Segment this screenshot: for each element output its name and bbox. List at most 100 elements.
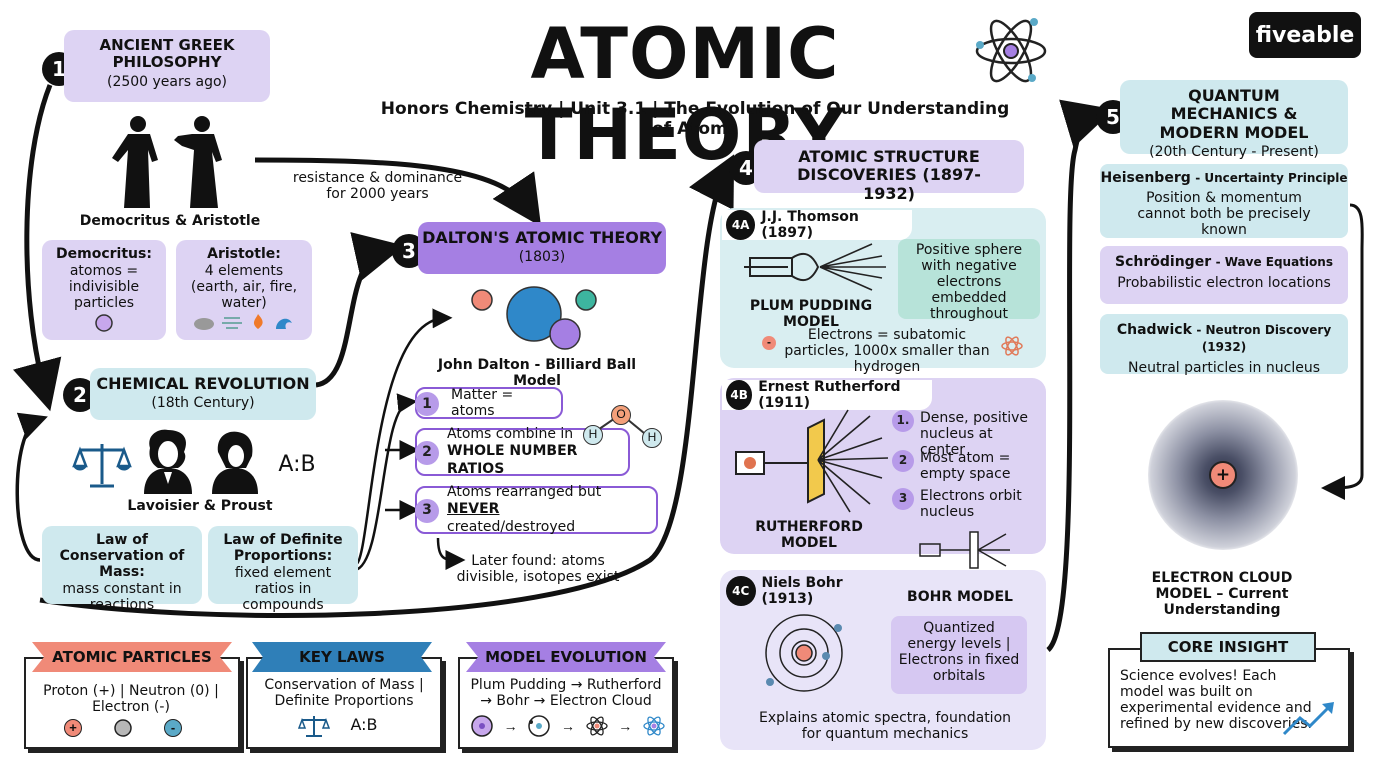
scientist-topic: - Neutron Discovery (1932)	[1196, 323, 1332, 354]
greek-figures-caption: Democritus & Aristotle	[79, 213, 261, 229]
page-title: ATOMIC THEORY	[524, 13, 846, 176]
period-text: (20th Century - Present)	[1149, 144, 1319, 161]
definite-proportions-box: Law of Definite Proportions: fixed eleme…	[208, 526, 358, 613]
model-evolution-text: Plum Pudding → Rutherford → Bohr → Elect…	[470, 677, 662, 710]
ratio-small-label: A:B	[350, 715, 378, 734]
point-badge: 1.	[892, 410, 914, 432]
hydrogen-atom-right: H	[642, 428, 662, 448]
lavoisier-portrait-icon	[144, 429, 192, 494]
bohr-model-label: BOHR MODEL	[907, 589, 1013, 605]
scientist-name: Heisenberg	[1100, 170, 1191, 186]
hydrogen-atom-left: H	[583, 425, 603, 445]
conservation-law-box: Law of Conservation of Mass: mass consta…	[42, 526, 202, 613]
atomic-particles-card	[24, 657, 240, 749]
heisenberg-box: Heisenberg - Uncertainty Principle Posit…	[1100, 164, 1348, 238]
scientist-name: Ernest Rutherford (1911)	[758, 379, 901, 411]
chadwick-box: Chadwick - Neutron Discovery (1932) Neut…	[1100, 314, 1348, 376]
point-text: Electrons orbit nucleus	[920, 488, 1022, 521]
key-laws-text: Conservation of Mass | Definite Proporti…	[264, 677, 424, 710]
plum-pudding-description: Positive sphere with negative electrons …	[898, 239, 1040, 322]
scientist-name: Niels Bohr (1913)	[761, 575, 843, 607]
point-badge: 1	[415, 392, 439, 416]
neutron-icon	[114, 719, 132, 737]
point-tail: created/destroyed	[447, 518, 576, 535]
small-atom-icon	[1001, 336, 1023, 356]
aristotle-box: Aristotle: 4 elements (earth, air, fire,…	[176, 240, 312, 340]
point-text: Matter = atoms	[451, 387, 514, 419]
key-laws-ribbon: KEY LAWS	[252, 642, 432, 672]
balance-scale-small-icon	[298, 716, 330, 737]
plum-pudding-label: PLUM PUDDING MODEL	[749, 298, 873, 331]
bohr-atom-icon	[765, 614, 843, 692]
section-tag: 4A	[726, 210, 756, 240]
heading-text: ANCIENT GREEK PHILOSOPHY	[99, 36, 235, 72]
scientist-topic: - Uncertainty Principle	[1195, 171, 1348, 185]
scientist-topic: - Wave Equations	[1215, 255, 1333, 269]
law-text: mass constant in reactions	[62, 581, 182, 614]
proust-portrait-icon	[212, 431, 258, 494]
quantum-heading: QUANTUM MECHANICS & MODERN MODEL (20th C…	[1120, 80, 1348, 160]
balance-scale-icon	[72, 444, 132, 488]
model-evolution-ribbon: MODEL EVOLUTION	[466, 642, 666, 672]
electron-icon: -	[164, 719, 182, 737]
atomic-particles-ribbon: ATOMIC PARTICLES	[32, 642, 232, 672]
page-subtitle: Honors Chemistry | Unit 3.1 | The Evolut…	[380, 99, 1010, 139]
scientist-name: J.J. Thomson (1897)	[761, 209, 859, 241]
rutherford-tab: 4B Ernest Rutherford (1911)	[722, 379, 932, 411]
model-evolution-icons: → → →	[470, 713, 666, 739]
point-emphasis: NEVER	[447, 501, 500, 518]
plum-pudding-icon	[471, 715, 493, 737]
rutherford-model-label: RUTHERFORD MODEL	[755, 519, 863, 552]
greek-philosophers-icon	[112, 116, 222, 208]
point-badge: 2	[415, 441, 439, 465]
electron-minus-icon: -	[762, 336, 776, 350]
scientist-text: Probabilistic electron locations	[1117, 274, 1331, 291]
dalton-point-1: 1 Matter = atoms	[415, 387, 563, 419]
democritus-name: Democritus:	[56, 246, 152, 262]
four-elements-icon	[194, 314, 292, 331]
billiard-balls-icon	[471, 286, 597, 350]
scientist-text: Neutral particles in nucleus	[1128, 359, 1320, 376]
section-tag: 4B	[726, 380, 753, 410]
point-text: Atoms combine in	[447, 425, 574, 442]
point-text: Atoms rearranged but	[447, 483, 602, 500]
core-insight-ribbon: CORE INSIGHT	[1140, 632, 1316, 662]
electron-cloud-icon	[643, 716, 665, 736]
aristotle-text: 4 elements (earth, air, fire, water)	[190, 263, 298, 312]
gold-foil-experiment-icon	[735, 409, 889, 513]
atomic-structure-heading: ATOMIC STRUCTURE DISCOVERIES (1897-1932)	[754, 140, 1024, 203]
point-badge: 2	[892, 450, 914, 472]
dalton-model-caption: John Dalton - Billiard Ball Model	[437, 357, 637, 390]
resistance-note: resistance & dominance for 2000 years	[292, 170, 463, 203]
cathode-ray-tube-icon	[744, 243, 886, 291]
bohr-note: Explains atomic spectra, foundation for …	[758, 710, 1012, 743]
section-tag: 4C	[726, 576, 756, 606]
law-name: Law of Definite Proportions:	[223, 532, 343, 565]
heading-text: CHEMICAL REVOLUTION	[96, 374, 310, 393]
nucleus-plus-icon: +	[1209, 461, 1237, 489]
chemists-caption: Lavoisier & Proust	[127, 498, 273, 514]
proton-icon: +	[64, 719, 82, 737]
scientist-text: Position & momentum cannot both be preci…	[1137, 190, 1311, 239]
scientist-name: Schrödinger	[1115, 254, 1212, 270]
point-emphasis: WHOLE NUMBER RATIOS	[447, 443, 578, 477]
atomic-particles-text: Proton (+) | Neutron (0) | Electron (-)	[43, 683, 219, 716]
ancient-greek-heading: ANCIENT GREEK PHILOSOPHY (2500 years ago…	[64, 30, 270, 102]
rutherford-point-1: 1. Dense, positive nucleus at center	[892, 410, 1042, 458]
thomson-tab: 4A J.J. Thomson (1897)	[722, 209, 912, 241]
democritus-box: Democritus: atomos = indivisible particl…	[42, 240, 166, 340]
law-text: fixed element ratios in compounds	[234, 565, 332, 614]
ratio-label: A:B	[278, 452, 316, 477]
thomson-note: Electrons = subatomic particles, 1000x s…	[784, 327, 990, 376]
bohr-icon	[585, 716, 608, 736]
particle-icon	[95, 314, 113, 333]
brand-logo: fiveable	[1249, 12, 1361, 58]
rutherford-icon	[528, 715, 551, 737]
point-text: Most atom = empty space	[920, 450, 1011, 483]
aristotle-name: Aristotle:	[207, 246, 281, 262]
flow-arrow: →	[560, 718, 575, 734]
flow-arrow: →	[503, 718, 518, 734]
schrodinger-box: Schrödinger - Wave Equations Probabilist…	[1100, 246, 1348, 304]
core-insight-text: Science evolves! Each model was built on…	[1120, 668, 1312, 733]
